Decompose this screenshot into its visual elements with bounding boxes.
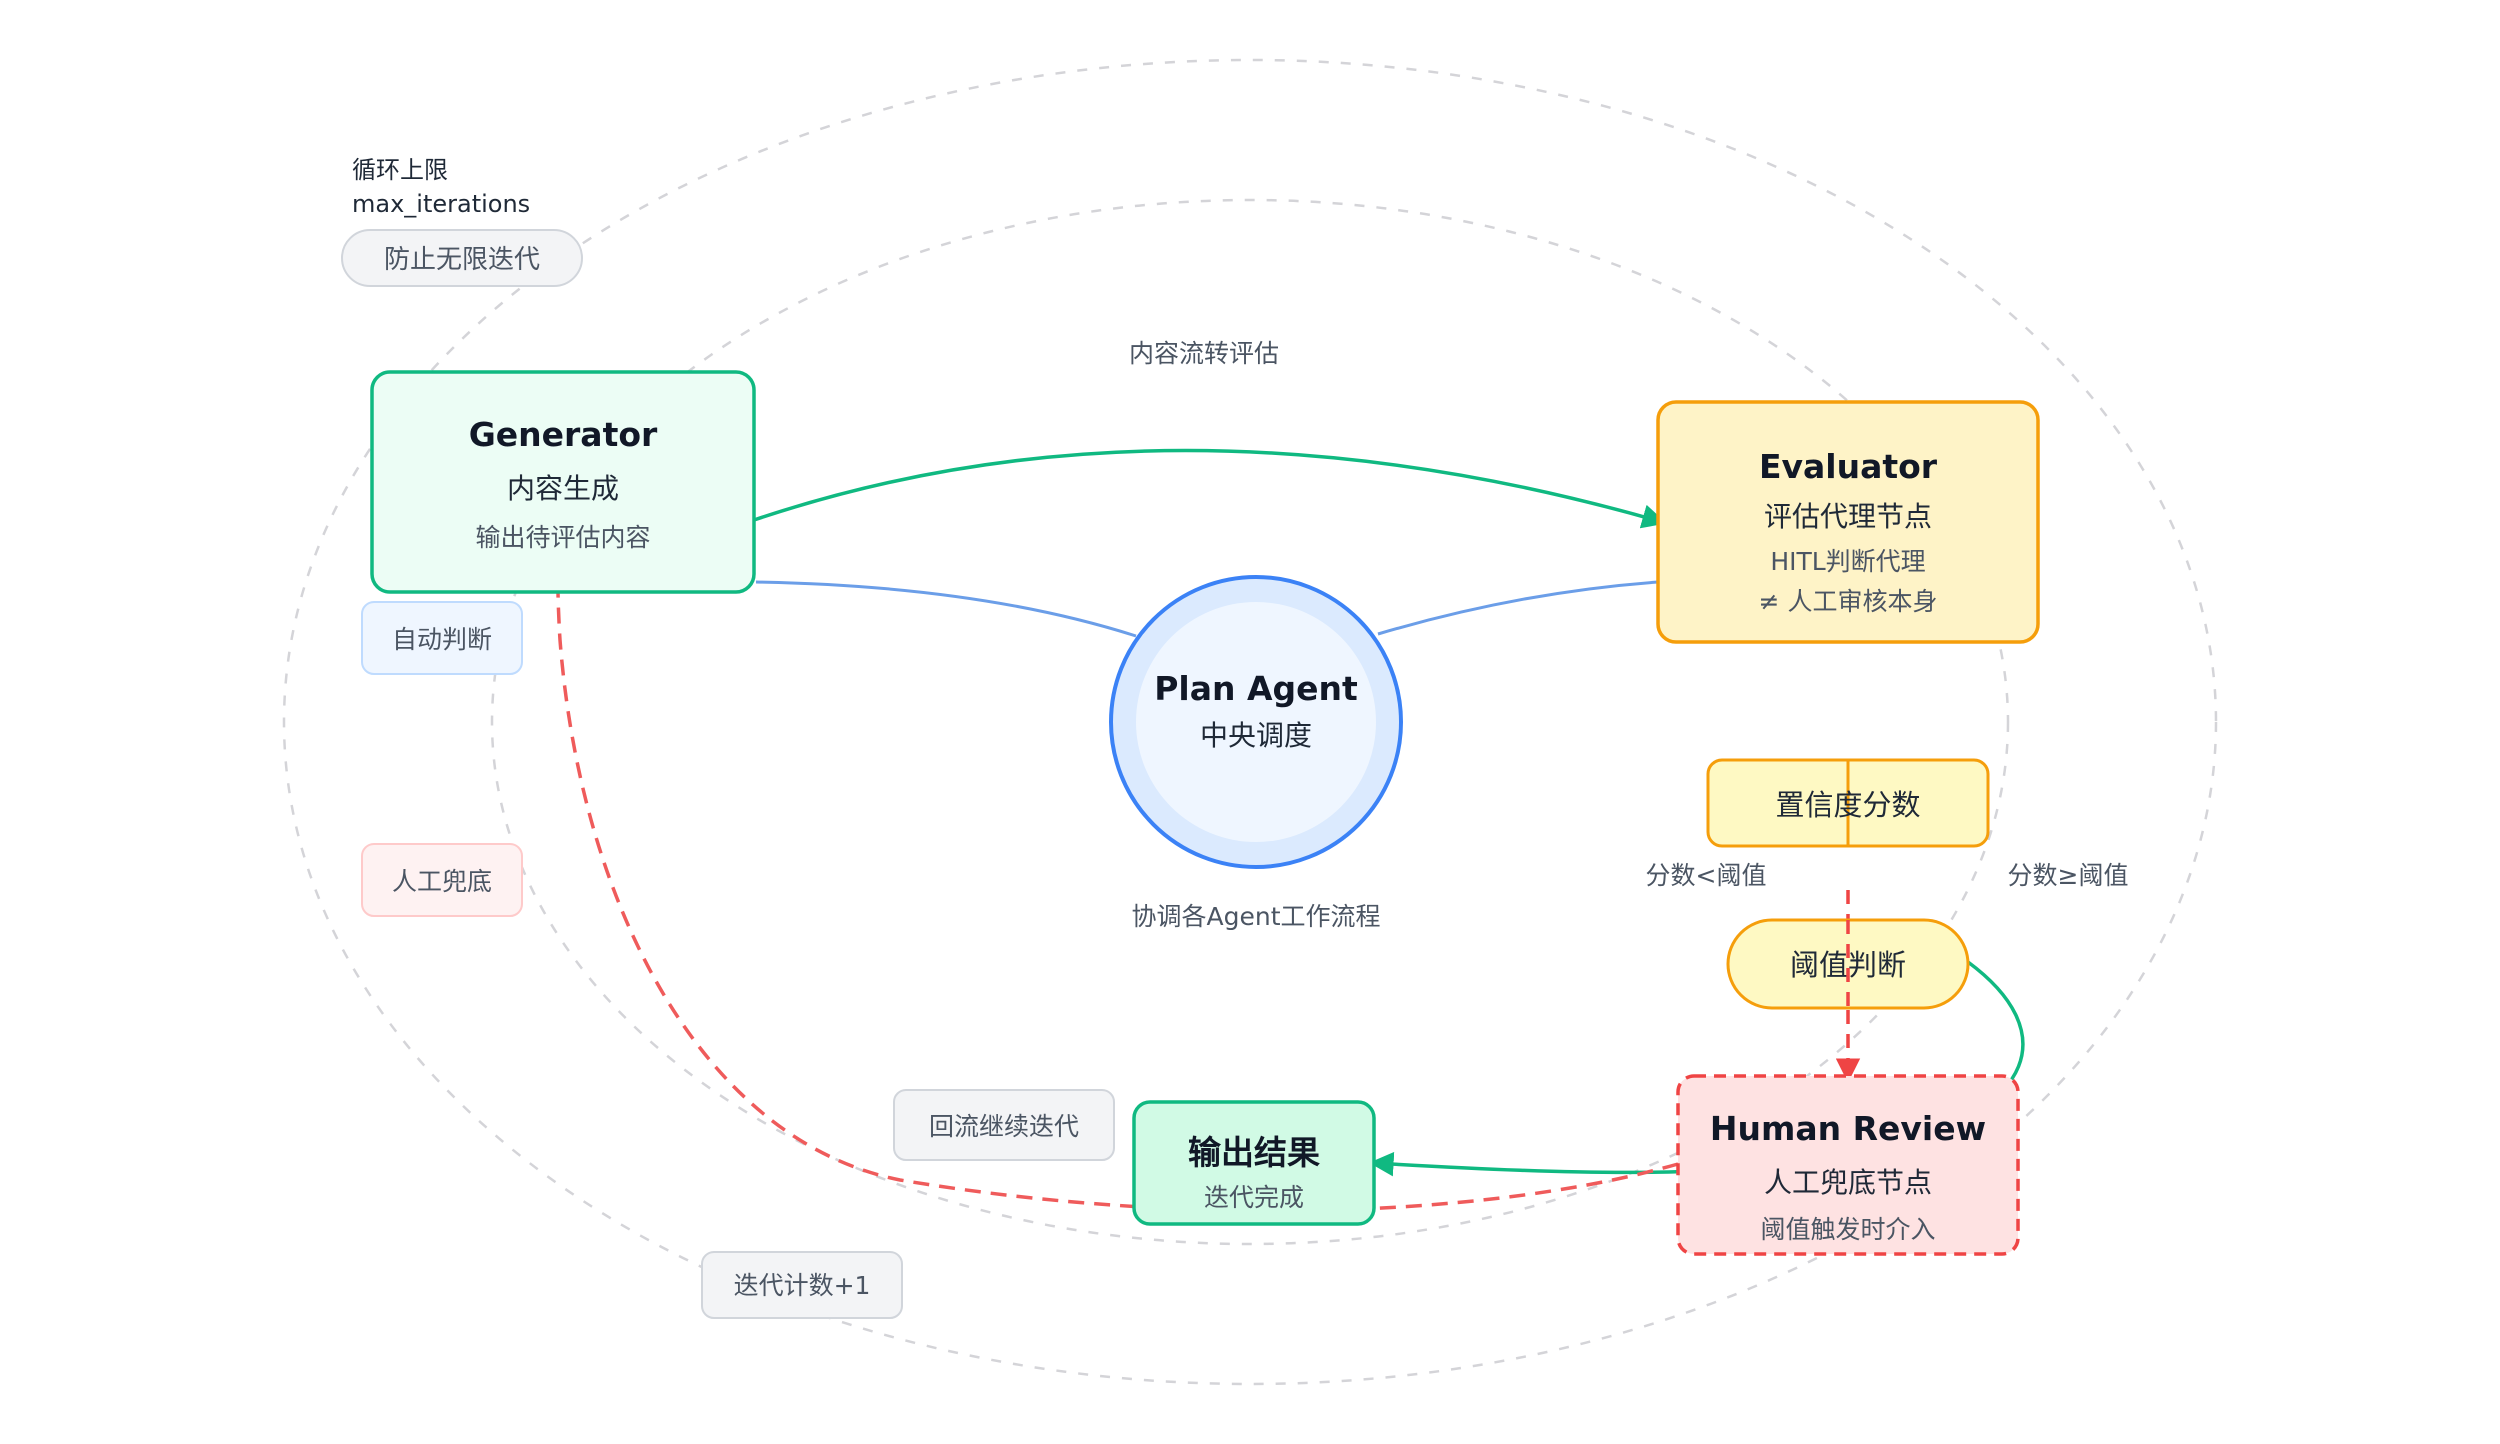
confidence-score-node[interactable]: 置信度分数 (1706, 758, 1990, 848)
auto-judge-label: 自动判断 (392, 625, 492, 654)
prevent-infinite-label: 防止无限迭代 (384, 245, 540, 275)
score-below-threshold-label: 分数<阈值 (1646, 861, 1767, 890)
human-review-title: Human Review (1710, 1109, 1986, 1148)
prevent-infinite-pill: 防止无限迭代 (341, 229, 583, 287)
evaluator-desc-2: ≠ 人工审核本身 (1759, 587, 1938, 616)
plan-agent-node[interactable]: Plan Agent 中央调度 (1109, 575, 1403, 869)
max-iterations-label: max_iterations (352, 190, 530, 218)
output-result-subtitle: 迭代完成 (1204, 1183, 1304, 1212)
evaluator-subtitle: 评估代理节点 (1764, 500, 1932, 533)
human-fallback-pill: 人工兜底 (361, 843, 523, 917)
reflow-pill: 回流继续迭代 (893, 1089, 1115, 1161)
generator-subtitle: 内容生成 (507, 472, 619, 505)
plan-agent-to-generator-line (755, 580, 1137, 638)
plan-agent-caption: 协调各Agent工作流程 (1132, 902, 1381, 931)
human-review-node[interactable]: Human Review 人工兜底节点 阈值触发时介入 (1676, 1074, 2020, 1256)
evaluator-desc-1: HITL判断代理 (1770, 547, 1925, 576)
generator-node[interactable]: Generator 内容生成 输出待评估内容 (370, 370, 756, 594)
generator-desc: 输出待评估内容 (475, 523, 650, 552)
reflow-loop-arrow (547, 493, 1679, 1213)
generator-to-evaluator-arrow (753, 448, 1667, 529)
score-above-threshold-label: 分数≥阈值 (2008, 861, 2129, 890)
outer-loop-ellipse (282, 58, 2218, 1386)
plan-agent-title: Plan Agent (1154, 669, 1358, 708)
reflow-label: 回流继续迭代 (929, 1112, 1079, 1141)
plan-agent-subtitle: 中央调度 (1200, 719, 1312, 752)
content-flow-label: 内容流转评估 (1129, 339, 1279, 368)
human-review-desc: 阈值触发时介入 (1760, 1215, 1935, 1244)
inner-loop-ellipse (490, 198, 2010, 1246)
loop-limit-label: 循环上限 (352, 156, 448, 184)
output-result-title: 输出结果 (1188, 1133, 1320, 1172)
iteration-count-pill: 迭代计数+1 (701, 1251, 903, 1319)
output-result-node[interactable]: 输出结果 迭代完成 (1132, 1100, 1376, 1226)
iteration-count-label: 迭代计数+1 (734, 1271, 871, 1300)
confidence-score-label: 置信度分数 (1775, 788, 1920, 822)
evaluator-node[interactable]: Evaluator 评估代理节点 HITL判断代理 ≠ 人工审核本身 (1656, 400, 2040, 644)
evaluator-title: Evaluator (1759, 447, 1938, 486)
generator-title: Generator (469, 415, 658, 454)
auto-judge-pill: 自动判断 (361, 601, 523, 675)
human-fallback-label: 人工兜底 (392, 867, 492, 896)
human-review-subtitle: 人工兜底节点 (1764, 1166, 1932, 1199)
plan-agent-to-evaluator-line (1377, 580, 1659, 636)
